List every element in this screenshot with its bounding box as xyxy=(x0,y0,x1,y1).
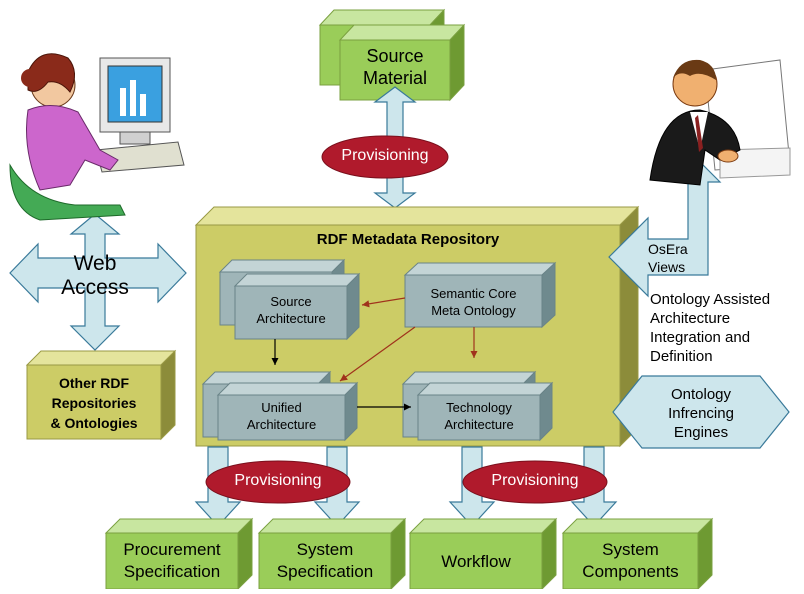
technology-arch-line1: Technology xyxy=(446,400,512,415)
osera-views-line2: Views xyxy=(648,259,686,275)
system-spec-line2: Specification xyxy=(276,562,374,581)
provisioning-bottom-right-ellipse xyxy=(462,460,608,504)
ontology-assisted-line2: Architecture xyxy=(650,310,731,327)
inferencing-line2: Infrencing xyxy=(668,405,734,422)
semantic-core-line1: Semantic Core xyxy=(430,286,517,301)
businessman-at-computer-icon xyxy=(649,59,791,186)
semantic-to-unified-arrow xyxy=(339,326,416,382)
components-line2: Components xyxy=(582,562,679,581)
source-material-line2: Material xyxy=(362,68,428,88)
other-rdf-label: Other RDF Repositories & Ontologies xyxy=(27,373,161,433)
web-access-arrow xyxy=(9,213,187,351)
procurement-line1: Procurement xyxy=(123,540,221,559)
ontology-assisted-line4: Definition xyxy=(650,348,713,365)
provisioning-bottom-left-ellipse xyxy=(205,460,351,504)
other-rdf-line1: Other RDF xyxy=(59,375,129,391)
technology-architecture-cube xyxy=(401,370,554,442)
unified-architecture-cube xyxy=(201,370,359,442)
workflow-label: Workflow xyxy=(410,551,542,573)
provisioning-bottom-left-label: Provisioning xyxy=(234,472,322,489)
system-spec-line1: System xyxy=(296,540,354,559)
technology-arch-line2: Architecture xyxy=(444,417,514,432)
provisioning-top-ellipse xyxy=(321,135,449,179)
inferencing-line3: Engines xyxy=(673,424,729,441)
source-arch-line2: Architecture xyxy=(256,311,326,326)
unified-arch-line2: Architecture xyxy=(246,417,317,432)
semantic-to-source-arrow xyxy=(361,297,406,308)
osera-views-label: OsEra Views xyxy=(648,240,702,276)
ontology-assisted-line1: Ontology Assisted xyxy=(650,291,771,308)
web-access-label: Web Access xyxy=(55,252,135,300)
source-material-line1: Source xyxy=(366,46,424,66)
provisioning-bottom-right-label: Provisioning xyxy=(491,472,579,489)
other-rdf-box xyxy=(25,349,177,441)
technology-architecture-label: Technology Architecture xyxy=(418,399,540,433)
output-boxes xyxy=(104,517,714,591)
source-architecture-label: Source Architecture xyxy=(235,293,347,327)
inferencing-label: Ontology Infrencing Engines xyxy=(642,385,760,442)
source-arch-line1: Source xyxy=(270,294,312,309)
semantic-core-label: Semantic Core Meta Ontology xyxy=(405,285,542,319)
other-rdf-line3: & Ontologies xyxy=(50,415,138,431)
procurement-line2: Specification xyxy=(123,562,221,581)
inferencing-engines-hexagon xyxy=(612,375,790,449)
web-access-line2: Access xyxy=(61,276,129,299)
semantic-core-line2: Meta Ontology xyxy=(431,303,516,318)
system-components-label: System Components xyxy=(563,539,698,583)
source-architecture-cube xyxy=(218,258,361,341)
inferencing-line1: Ontology xyxy=(670,386,732,403)
source-material-box xyxy=(318,8,466,102)
osera-views-line1: OsEra xyxy=(648,241,688,257)
unified-architecture-label: Unified Architecture xyxy=(218,399,345,433)
woman-at-computer-icon xyxy=(9,53,185,221)
procurement-specification-label: Procurement Specification xyxy=(106,539,238,583)
ontology-assisted-label: Ontology Assisted Architecture Integrati… xyxy=(650,290,800,366)
web-access-line1: Web xyxy=(73,252,117,275)
semantic-core-cube xyxy=(403,261,557,329)
system-specification-label: System Specification xyxy=(259,539,391,583)
other-rdf-line2: Repositories xyxy=(51,395,137,411)
repository-title: RDF Metadata Repository xyxy=(316,231,500,248)
components-line1: System xyxy=(602,540,659,559)
provisioning-top-label: Provisioning xyxy=(341,147,429,164)
ontology-assisted-line3: Integration and xyxy=(650,329,751,346)
source-material-label: Source Material xyxy=(340,45,450,89)
workflow-line1: Workflow xyxy=(441,552,511,571)
unified-arch-line1: Unified xyxy=(261,400,302,415)
